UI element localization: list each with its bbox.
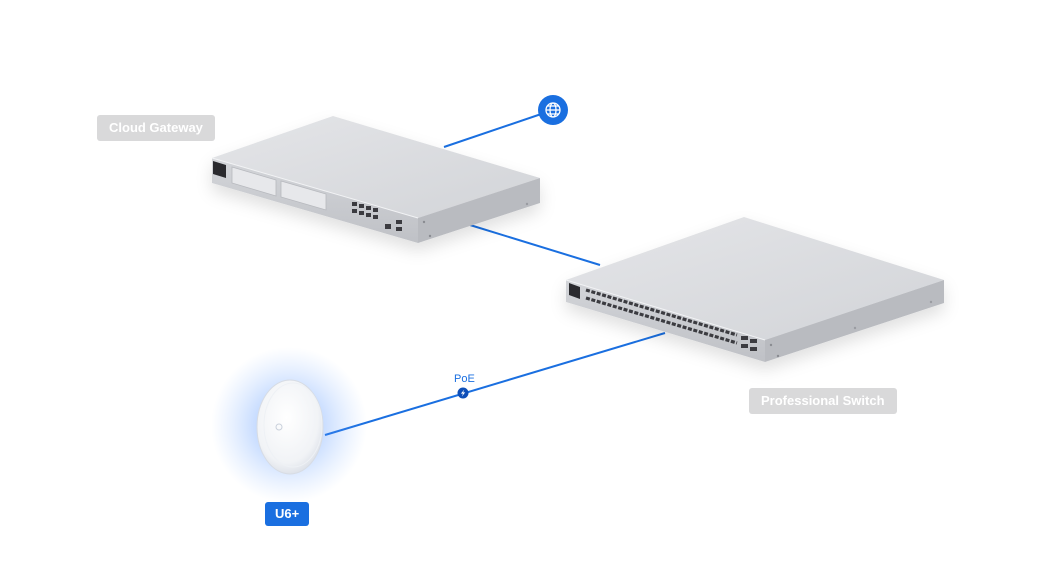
professional-switch-device[interactable] [565, 217, 944, 362]
poe-link-label: PoE [454, 373, 475, 385]
access-point-label: U6+ [265, 502, 310, 526]
cloud-gateway-device[interactable] [211, 116, 540, 243]
professional-switch-label: Professional Switch [749, 388, 897, 414]
internet-node[interactable] [538, 95, 568, 125]
globe-icon [545, 102, 561, 118]
cloud-gateway-label: Cloud Gateway [97, 115, 215, 141]
switch-port-rows [585, 288, 738, 345]
u6-plus-access-point[interactable] [211, 347, 367, 503]
link-gateway-switch [469, 224, 601, 266]
access-point-led [275, 423, 283, 431]
link-switch-ap [324, 332, 666, 436]
link-gateway-internet [443, 109, 554, 148]
lightning-bolt-icon [460, 389, 466, 397]
poe-marker [457, 387, 469, 399]
